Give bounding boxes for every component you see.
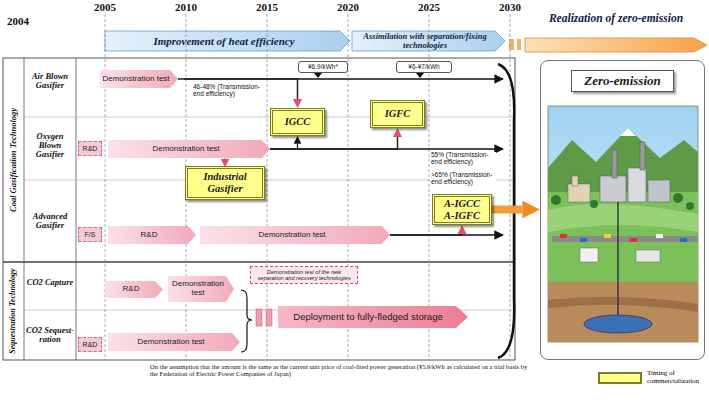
- bar-arrow: Demonstration test: [108, 333, 240, 351]
- row-heading: Oxygen Blown Gasifier: [25, 132, 75, 159]
- zero-emission-box: Zero-emission: [540, 60, 705, 360]
- year-label: 2005: [90, 2, 120, 14]
- bar-arrow: Demonstration test: [108, 140, 270, 158]
- year-label: 2025: [414, 2, 444, 14]
- node-text: F/S: [85, 231, 96, 239]
- node-text: Demonstration test: [137, 338, 204, 347]
- year-label: 2015: [252, 2, 282, 14]
- node-text: ¥6-¥7/kWh: [408, 63, 439, 70]
- efficiency-note: 55% (Transmission-end efficiency): [430, 152, 496, 166]
- node-text: Demonstration test of the new separation…: [254, 269, 354, 281]
- row-heading: Advanced Gasifier: [25, 212, 75, 230]
- section-line: [3, 261, 515, 262]
- panel-frame: [3, 58, 515, 360]
- price-callout: ¥6-¥7/kWh: [396, 61, 452, 73]
- efficiency-note: >65% (Transmission-end efficiency): [430, 172, 496, 186]
- phase-arrow: Realization of zero-emission: [526, 12, 706, 36]
- year-label: 2010: [171, 2, 201, 14]
- node-text: R&D: [83, 341, 98, 349]
- row-heading: CO2 Capture: [25, 278, 75, 287]
- commercialization-box: Industrial Gasifier: [185, 166, 265, 200]
- year-label: 2004: [3, 16, 33, 28]
- zero-emission-illustration: [548, 106, 698, 342]
- phase-band: [105, 31, 350, 51]
- node-text: R&D: [123, 285, 140, 294]
- section-heading: Sequestration Technology: [9, 265, 17, 357]
- legend-swatch: [598, 372, 642, 384]
- rd-box: F/S: [78, 227, 102, 242]
- node-text: Improvement of heat efficiency: [153, 35, 294, 47]
- storage-block: [256, 309, 262, 326]
- node-text: ¥6.9/kWh*: [308, 63, 338, 70]
- commercialization-box: IGCC: [270, 108, 325, 136]
- year-lines: [105, 14, 510, 360]
- bar-arrow: R&D: [108, 226, 196, 244]
- node-text: IGCC: [285, 116, 311, 128]
- price-callout: ¥6.9/kWh*: [298, 61, 348, 73]
- node-text: R&D: [141, 231, 158, 240]
- year-label: 2020: [333, 2, 363, 14]
- phase-dash: [517, 39, 521, 50]
- row-heading: Air Blown Gasifier: [25, 72, 75, 90]
- node-text: IGFC: [385, 108, 411, 120]
- deployment-arrow: Deployment to fully-fledged storage: [278, 306, 468, 328]
- phase-arrow: Improvement of heat efficiency: [108, 31, 340, 51]
- section-heading: Coal Gasification Technology: [9, 62, 18, 258]
- connector: [178, 79, 298, 99]
- commercialization-box: A-IGCC A-IGFC: [432, 194, 492, 225]
- efficiency-note: 46-48% (Transmission-end efficiency): [192, 84, 264, 98]
- dashed-bar: Demonstration test of the new separation…: [250, 266, 358, 284]
- timeline-arrow: [390, 234, 503, 236]
- column-line: [76, 58, 77, 360]
- callout-pointer: [314, 73, 322, 78]
- commercialization-box: IGFC: [370, 100, 425, 128]
- node-text: Industrial Gasifier: [191, 171, 259, 194]
- legend-text: Timing of commercialization: [647, 370, 709, 385]
- footnote: On the assumption that the amount is the…: [150, 364, 532, 378]
- rd-box: R&D: [78, 141, 102, 156]
- bar-arrow: R&D: [105, 281, 163, 298]
- connector: [390, 233, 462, 235]
- node-text: Realization of zero-emission: [549, 12, 683, 25]
- bar-arrow: Demonstration test: [168, 276, 234, 302]
- brace: [241, 290, 252, 352]
- node-text: Demonstration test: [102, 75, 169, 84]
- legend-item: Timing of commercialization: [598, 370, 709, 385]
- node-text: R&D: [83, 145, 98, 153]
- year-label: 2030: [495, 2, 525, 14]
- column-line: [24, 58, 25, 360]
- phase-band: [352, 31, 505, 51]
- node-text: Assimilation with separation/fixing tech…: [354, 32, 496, 51]
- callout-pointer: [416, 73, 424, 78]
- connector: [270, 144, 298, 149]
- node-text: Demonstration test: [172, 280, 224, 298]
- phase-band: [525, 38, 707, 52]
- connector: [492, 206, 522, 214]
- storage-block: [266, 309, 272, 326]
- node-text: Demonstration test: [152, 145, 219, 154]
- node-text: Zero-emission: [571, 70, 674, 92]
- node-text: A-IGCC A-IGFC: [438, 198, 486, 221]
- row-heading: CO2 Sequest-ration: [25, 326, 75, 344]
- connector: [270, 137, 398, 149]
- rd-box: R&D: [78, 337, 102, 352]
- node-text: Demonstration test: [258, 231, 325, 240]
- bar-arrow: Demonstration test: [200, 226, 390, 244]
- node-text: Deployment to fully-fledged storage: [293, 312, 442, 322]
- phase-arrow: Assimilation with separation/fixing tech…: [354, 31, 496, 51]
- bar-arrow: Demonstration test: [100, 70, 178, 88]
